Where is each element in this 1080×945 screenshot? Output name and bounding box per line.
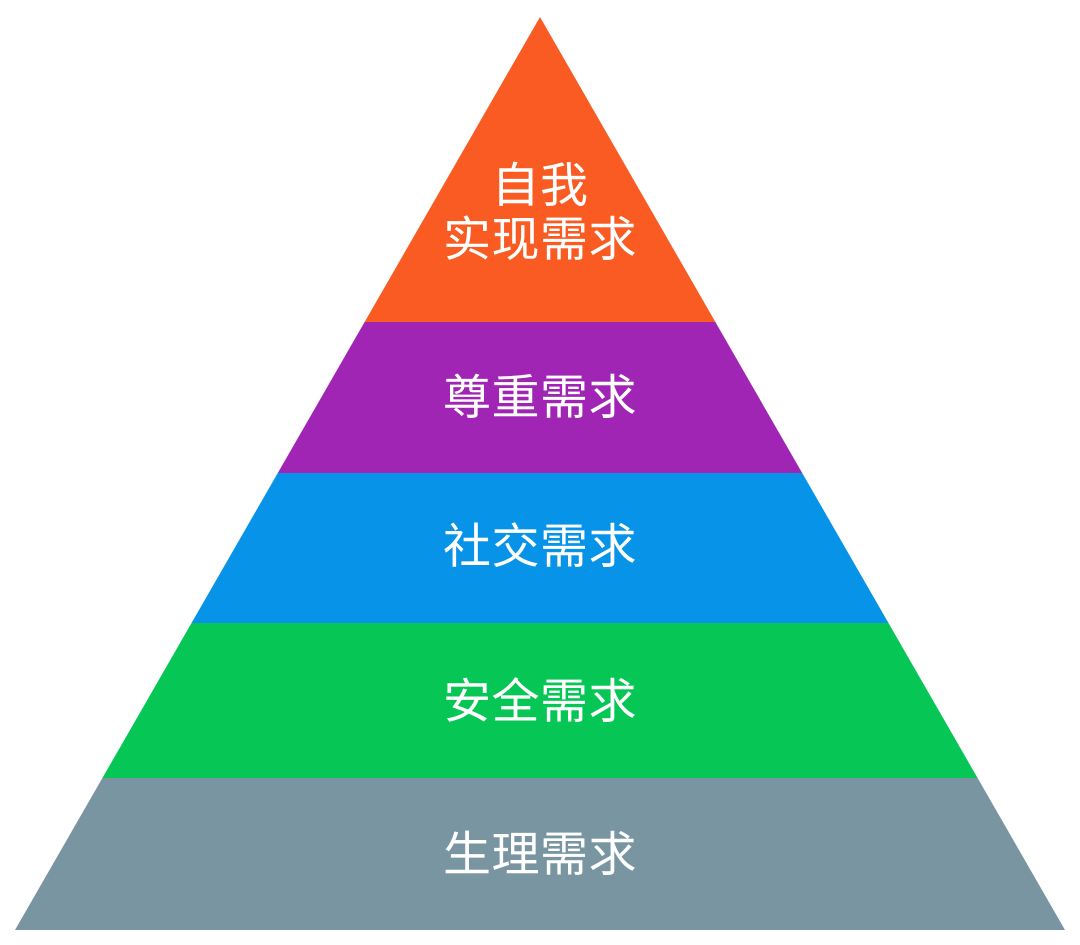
pyramid-band-safety (15, 623, 1065, 778)
pyramid-band-physiological (15, 778, 1065, 930)
pyramid-band-self-actualization (15, 17, 1065, 322)
pyramid-band-social (15, 473, 1065, 623)
pyramid-band-esteem (15, 322, 1065, 473)
